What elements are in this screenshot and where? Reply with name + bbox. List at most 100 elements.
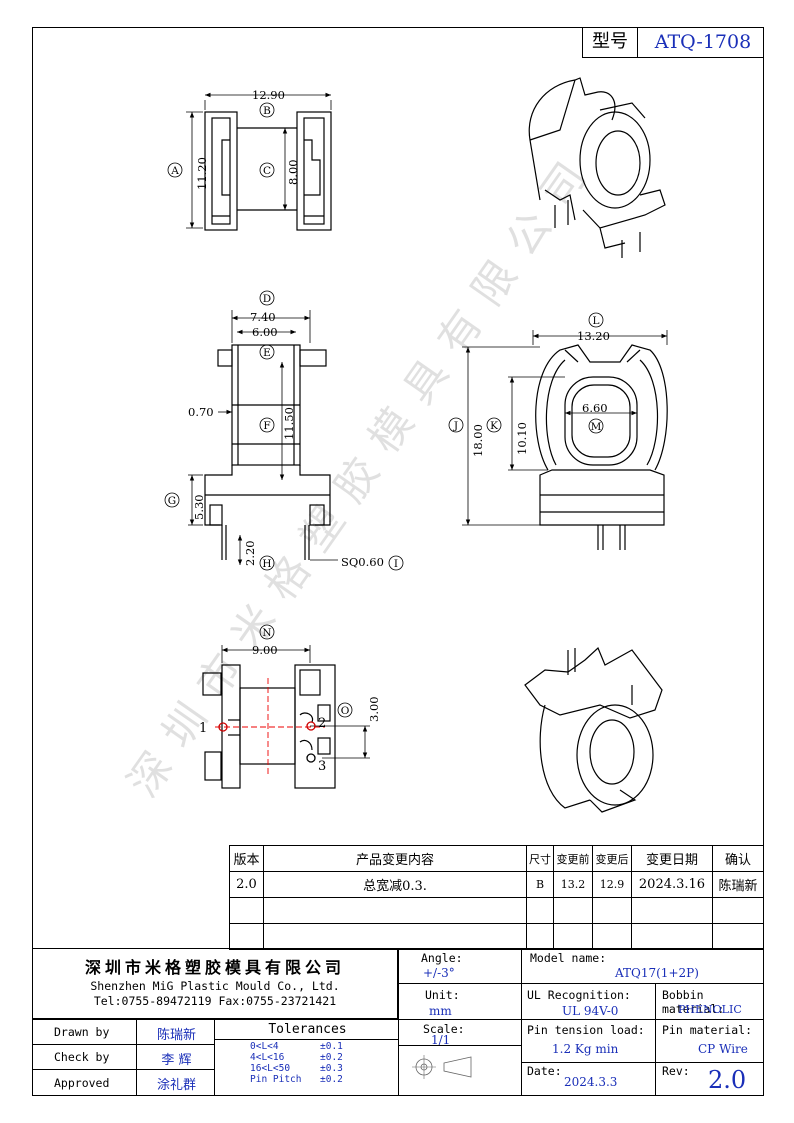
model-name-cell: Model name: ATQ17(1+2P) — [521, 948, 764, 984]
ul-cell: UL Recognition: UL 94V-0 — [521, 983, 656, 1020]
angle-cell: Angle: +/-3° — [398, 948, 522, 984]
marker-g: G — [164, 492, 180, 508]
dim-3-00: 3.00 — [367, 696, 381, 722]
iso-view-bottom — [524, 646, 663, 813]
rev-cell — [263, 923, 527, 950]
pin-label-3: 3 — [318, 759, 326, 774]
marker-i: I — [388, 555, 404, 571]
pin-material-value: CP Wire — [698, 1042, 748, 1056]
watermark: 深圳市米格塑胶模具有限公司 — [118, 139, 606, 806]
dim-6-60: 6.60 — [582, 401, 608, 415]
dim-sq0-60: SQ0.60 — [341, 555, 384, 569]
revision-row — [229, 897, 764, 924]
model-name-value: ATQ17(1+2P) — [615, 966, 699, 980]
rev-cell — [229, 897, 264, 924]
rev-cell — [229, 923, 264, 950]
rev-cell: B — [526, 871, 554, 898]
svg-text:N: N — [262, 627, 271, 639]
marker-k: K — [486, 417, 502, 433]
dim-10-10: 10.10 — [515, 422, 529, 455]
tol-range: 0<L<4 — [250, 1041, 279, 1052]
scale-label: Scale: — [423, 1022, 465, 1036]
projection-icon — [412, 1055, 472, 1079]
marker-e: E — [259, 344, 275, 360]
rev-col-before: 变更前 — [553, 845, 593, 872]
revision-table: 版本 产品变更内容 尺寸 变更前 变更后 变更日期 确认 2.0 总宽减0.3.… — [229, 845, 764, 950]
dim-11-50: 11.50 — [282, 407, 296, 440]
dim-9-00: 9.00 — [252, 643, 278, 657]
svg-text:D: D — [263, 293, 271, 305]
rev-col-date: 变更日期 — [631, 845, 713, 872]
svg-text:H: H — [262, 558, 271, 570]
svg-text:F: F — [263, 420, 270, 432]
unit-label: Unit: — [425, 988, 460, 1002]
unit-value: mm — [429, 1004, 452, 1018]
pin-hole-2 — [306, 721, 316, 731]
model-name-label: Model name: — [530, 951, 607, 965]
drawn-label: Drawn by — [54, 1025, 110, 1039]
svg-text:A: A — [170, 165, 179, 177]
check-value-cell: 李 辉 — [136, 1044, 215, 1070]
view-side — [535, 344, 668, 550]
dim-8-00: 8.00 — [286, 159, 300, 185]
marker-f: F — [259, 417, 275, 433]
pin-material-label: Pin material: — [662, 1023, 753, 1037]
rev-cell: Rev: 2.0 — [655, 1062, 764, 1096]
projection-symbol-cell — [398, 1045, 522, 1096]
dim-7-40: 7.40 — [250, 310, 276, 324]
tol-value: ±0.2 — [320, 1052, 343, 1063]
dim-6-00: 6.00 — [252, 325, 278, 339]
company-contact: Tel:0755-89472119 Fax:0755-23721421 — [93, 994, 337, 1008]
marker-n: N — [259, 624, 275, 640]
pin-hole-3 — [306, 753, 316, 763]
rev-col-dim: 尺寸 — [526, 845, 554, 872]
scale-cell: Scale: 1/1 — [398, 1019, 522, 1047]
check-label: Check by — [54, 1050, 110, 1064]
ul-value: UL 94V-0 — [562, 1004, 619, 1018]
rev-cell: 2024.3.16 — [631, 871, 713, 898]
company-cell: 深圳市米格塑胶模具有限公司 Shenzhen MiG Plastic Mould… — [32, 948, 398, 1019]
tolerances-cell: Tolerances 0<L<4±0.1 4<L<16±0.2 16<L<50±… — [214, 1019, 399, 1096]
rev-cell — [592, 923, 632, 950]
iso-view-top — [528, 77, 666, 258]
check-value: 李 辉 — [161, 1053, 192, 1068]
company-name-cn: 深圳市米格塑胶模具有限公司 — [84, 958, 345, 977]
tol-range: 16<L<50 — [250, 1063, 291, 1074]
technical-drawing: 深圳市米格塑胶模具有限公司 — [118, 77, 668, 813]
date-value: 2024.3.3 — [564, 1075, 618, 1089]
rev-cell — [592, 897, 632, 924]
bobbin-cell: Bobbin material: PHENOLIC — [655, 983, 764, 1020]
svg-text:L: L — [593, 315, 600, 327]
rev-cell — [631, 923, 713, 950]
date-label: Date: — [527, 1064, 562, 1078]
marker-b: B — [259, 102, 275, 118]
marker-o: O — [337, 702, 353, 718]
tension-cell: Pin tension load: 1.2 Kg min — [521, 1019, 656, 1063]
marker-h: H — [259, 555, 275, 571]
dim-18-00: 18.00 — [471, 424, 485, 457]
date-cell: Date: 2024.3.3 — [521, 1062, 656, 1096]
svg-text:O: O — [341, 705, 350, 717]
bobbin-value: PHENOLIC — [678, 1003, 742, 1016]
pin-hole-1 — [218, 722, 228, 732]
svg-text:E: E — [263, 347, 271, 359]
model-box-value: ATQ-1708 — [654, 31, 752, 53]
revision-row — [229, 923, 764, 950]
svg-text:G: G — [168, 495, 176, 507]
marker-d: D — [259, 290, 275, 306]
rev-cell — [631, 897, 713, 924]
rev-col-confirm: 确认 — [712, 845, 764, 872]
model-box-label: 型号 — [583, 27, 638, 57]
svg-text:K: K — [490, 420, 498, 432]
approved-label: Approved — [54, 1076, 110, 1090]
dim-5-30: 5.30 — [192, 494, 206, 520]
svg-text:J: J — [453, 420, 458, 432]
dim-12-90: 12.90 — [252, 88, 285, 102]
company-name-en: Shenzhen MiG Plastic Mould Co., Ltd. — [90, 979, 340, 993]
drawn-value: 陈瑞新 — [156, 1028, 196, 1043]
tol-value: ±0.3 — [320, 1063, 343, 1074]
rev-col-version: 版本 — [229, 845, 264, 872]
rev-col-content: 产品变更内容 — [263, 845, 527, 872]
approved-label-cell: Approved — [32, 1069, 137, 1096]
svg-text:M: M — [591, 421, 602, 433]
